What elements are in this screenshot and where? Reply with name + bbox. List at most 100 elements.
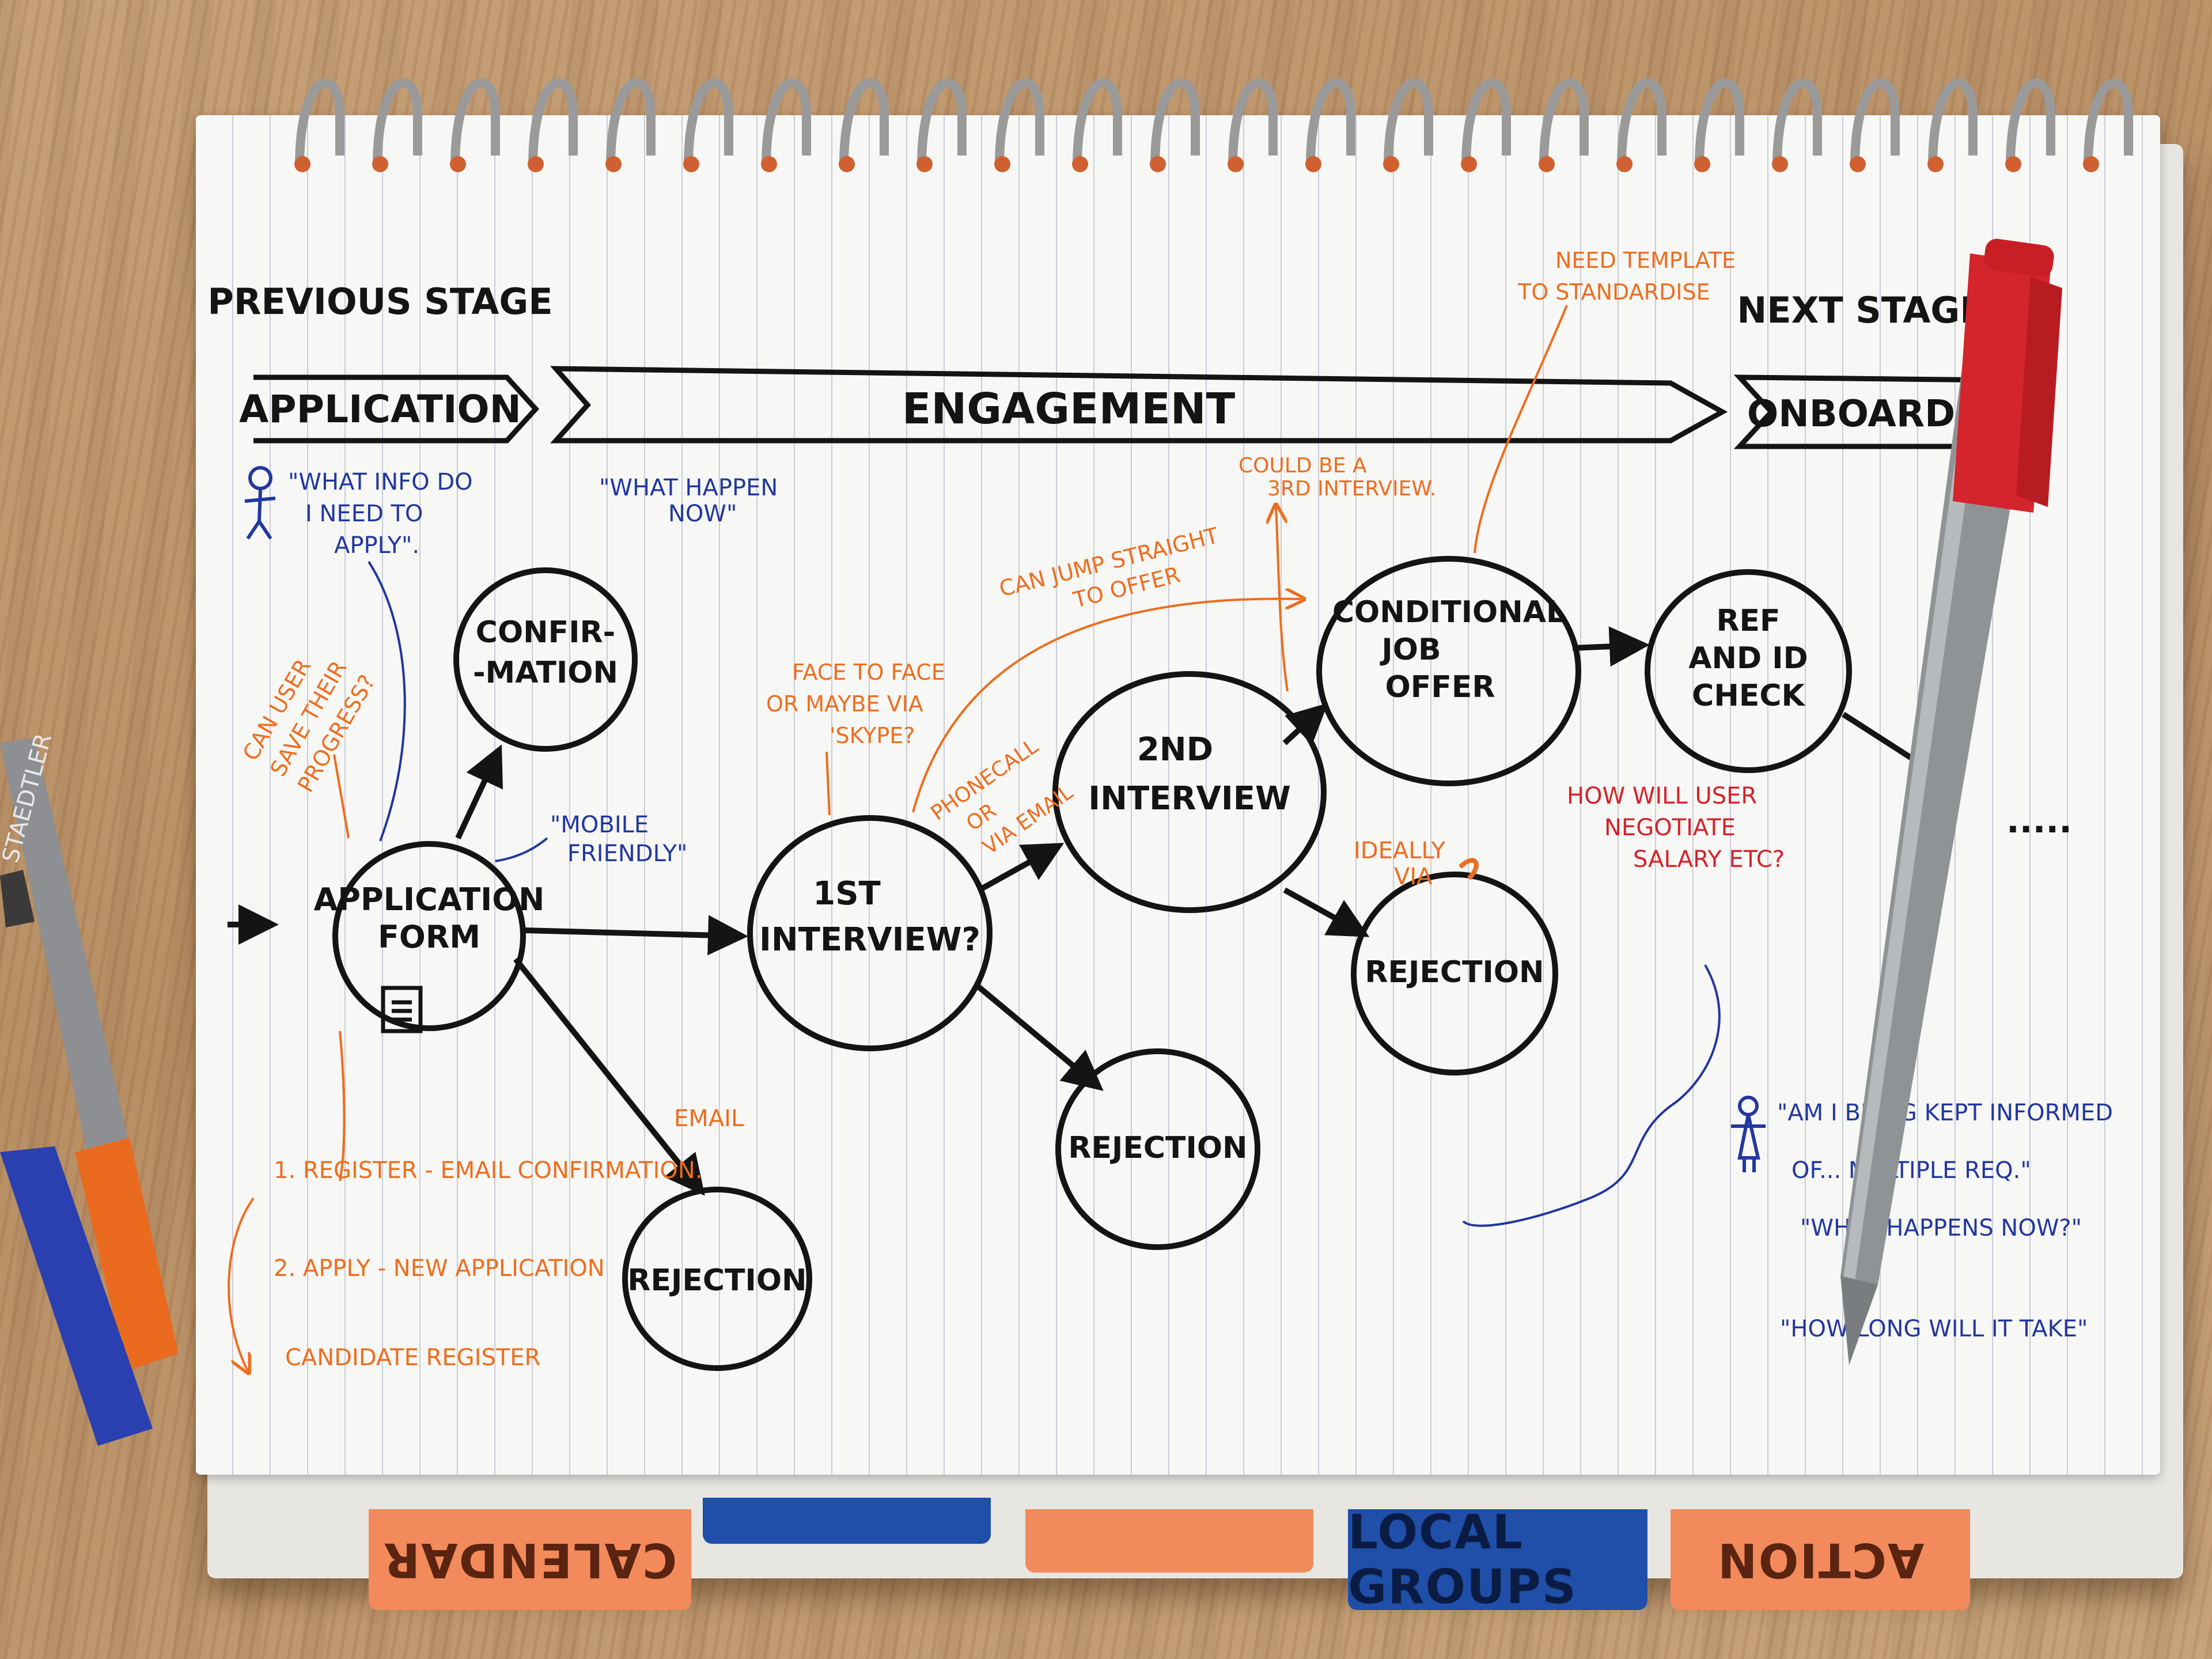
arrow-to-ref-check bbox=[1572, 626, 1650, 667]
arrow-to-confirmation bbox=[455, 744, 503, 840]
binding-hole bbox=[372, 156, 388, 172]
arrow-to-rejection-1 bbox=[513, 957, 705, 1196]
conditional-offer-line-3: OFFER bbox=[1385, 670, 1495, 704]
third-interview-arrow bbox=[1276, 507, 1289, 692]
binding-ring bbox=[1073, 78, 1122, 168]
note-phonecall: PHONECALLORVIA EMAIL bbox=[927, 733, 1077, 873]
continuation-dots: ..... bbox=[2006, 801, 2072, 841]
form-icon bbox=[381, 986, 423, 1033]
ideally-line-2: VIA bbox=[1394, 863, 1433, 890]
steps-line-1: 1. REGISTER - EMAIL CONFIRMATION. bbox=[274, 1157, 703, 1184]
binding-ring bbox=[1928, 78, 1978, 168]
binding-hole bbox=[1072, 156, 1088, 172]
second-interview-line-2: INTERVIEW bbox=[1088, 780, 1290, 817]
label-rejection-1: REJECTION bbox=[627, 1263, 806, 1298]
face-leader bbox=[825, 751, 831, 816]
kept-informed-line-2: OF... MULTIPLE REQ." bbox=[1791, 1157, 2031, 1184]
binding-hole bbox=[1539, 156, 1555, 172]
note-squiggle-leader bbox=[1462, 964, 1721, 1227]
binding-hole bbox=[1927, 156, 1944, 172]
what-info-line-2: I NEED TO bbox=[305, 501, 423, 527]
engagement-banner bbox=[550, 366, 1728, 444]
phase-banners: PREVIOUS STAGE APPLICATION ENGAGEMENT NE… bbox=[207, 281, 2008, 449]
label-first-interview: 1ST INTERVIEW? bbox=[759, 875, 980, 959]
note-what-info-leader bbox=[368, 560, 406, 842]
mobile-line-1: "MOBILE bbox=[550, 812, 649, 838]
tab-calendar[interactable]: CALENDAR bbox=[369, 1509, 691, 1610]
binding-hole bbox=[1228, 156, 1244, 172]
binding-ring bbox=[1617, 78, 1666, 168]
journey-nodes bbox=[332, 556, 1852, 1371]
what-happen-line-1: "WHAT HAPPEN bbox=[599, 475, 778, 501]
negotiate-line-3: SALARY ETC? bbox=[1633, 846, 1785, 873]
binding-hole bbox=[1383, 156, 1399, 172]
arrow-to-first-interview bbox=[524, 915, 748, 956]
tab-action[interactable]: ACTION bbox=[1671, 1509, 1970, 1610]
face-line-2: OR MAYBE VIA bbox=[766, 691, 923, 717]
node-second-interview[interactable] bbox=[1052, 671, 1327, 913]
note-mobile-leader bbox=[495, 837, 548, 862]
binding-ring bbox=[1461, 78, 1511, 168]
red-pen bbox=[1840, 238, 2062, 1365]
node-application-form[interactable] bbox=[332, 841, 526, 1031]
binding-hole bbox=[1305, 156, 1321, 172]
tab-local-groups-label: LOCAL GROUPS bbox=[1348, 1505, 1577, 1615]
note-what-happen-now-2: "WHAT HAPPENS NOW?" bbox=[1800, 1215, 2082, 1241]
confirmation-line-1: CONFIR- bbox=[476, 615, 615, 650]
what-info-line-3: APPLY". bbox=[334, 532, 419, 559]
binding-ring bbox=[606, 78, 656, 168]
previous-stage-label: PREVIOUS STAGE bbox=[207, 281, 552, 323]
third-line-1: COULD BE A bbox=[1238, 454, 1367, 478]
desk-pens bbox=[0, 737, 179, 1446]
label-second-interview: 2ND INTERVIEW bbox=[1088, 731, 1290, 817]
binding-ring bbox=[917, 78, 967, 168]
node-conditional-offer[interactable] bbox=[1316, 556, 1581, 786]
negotiate-line-1: HOW WILL USER bbox=[1567, 783, 1757, 809]
binding-ring bbox=[1384, 78, 1433, 168]
spiral-binding bbox=[294, 78, 2133, 172]
binding-hole bbox=[1850, 156, 1866, 172]
template-line-1: NEED TEMPLATE bbox=[1555, 248, 1736, 273]
binding-ring bbox=[528, 78, 578, 168]
ref-check-line-2: AND ID bbox=[1688, 641, 1808, 676]
binding-ring bbox=[1539, 78, 1589, 168]
node-rejection-3[interactable] bbox=[1351, 872, 1558, 1075]
first-interview-line-2: INTERVIEW? bbox=[759, 921, 980, 959]
second-interview-line-1: 2ND bbox=[1137, 731, 1213, 768]
node-first-interview[interactable] bbox=[747, 815, 993, 1051]
application-form-line-1: APPLICATION bbox=[314, 881, 545, 918]
node-confirmation[interactable] bbox=[453, 567, 638, 752]
binding-hole bbox=[1772, 156, 1788, 172]
face-line-3: 'SKYPE? bbox=[830, 723, 915, 748]
tab-blank-blue[interactable] bbox=[703, 1498, 991, 1544]
node-ref-id-check[interactable] bbox=[1645, 569, 1852, 773]
binding-ring bbox=[2006, 78, 2055, 168]
note-steps: 1. REGISTER - EMAIL CONFIRMATION.2. APPL… bbox=[274, 1157, 703, 1371]
binding-hole bbox=[2005, 156, 2021, 172]
binding-ring bbox=[762, 78, 811, 168]
binding-hole bbox=[605, 156, 622, 172]
binding-hole bbox=[1694, 156, 1710, 172]
tab-local-groups[interactable]: LOCAL GROUPS bbox=[1348, 1505, 1647, 1615]
binding-ring bbox=[450, 78, 500, 168]
binding-ring bbox=[373, 78, 422, 168]
ref-check-line-1: REF bbox=[1716, 604, 1780, 638]
first-interview-line-1: 1ST bbox=[813, 875, 881, 912]
application-form-line-2: FORM bbox=[378, 919, 480, 955]
node-rejection-1[interactable] bbox=[622, 1187, 812, 1371]
tab-blank-orange[interactable] bbox=[1025, 1509, 1313, 1573]
note-email: EMAIL bbox=[674, 1105, 744, 1132]
node-rejection-2[interactable] bbox=[1055, 1048, 1260, 1250]
binding-ring bbox=[2084, 78, 2133, 168]
binding-hole bbox=[1616, 156, 1633, 172]
